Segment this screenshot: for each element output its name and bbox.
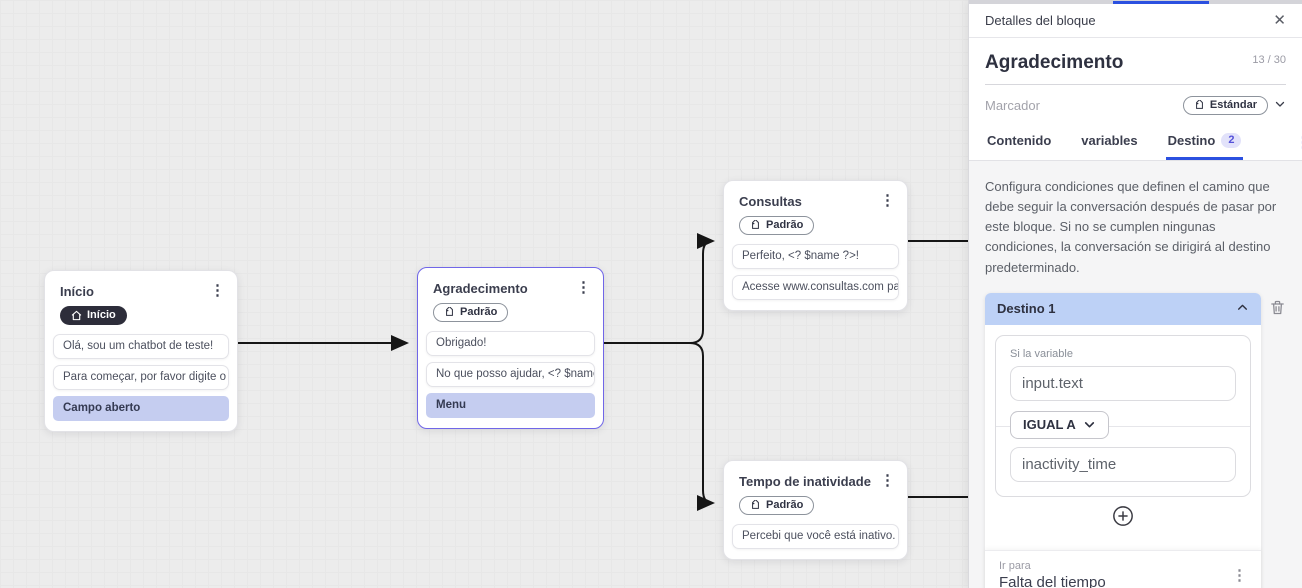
message-row[interactable]: Percebi que você está inativo. C...: [732, 523, 899, 549]
node-menu-icon[interactable]: ⋮: [576, 279, 591, 296]
message-row[interactable]: Acesse www.consultas.com par...: [732, 274, 899, 300]
standard-chip: Padrão: [433, 303, 509, 322]
close-icon[interactable]: ✕: [1273, 12, 1286, 29]
panel-tabs: Contenido variables Destino 2 ⋮: [969, 127, 1302, 161]
node-agradecimento[interactable]: Agradecimento ⋮ Padrão Obrigado! No que …: [417, 267, 604, 429]
condition-label: Si la variable: [1010, 347, 1073, 360]
destination-card-title: Destino 1: [997, 301, 1056, 317]
panel-title: Detalles del bloque: [985, 12, 1096, 28]
operator-label: IGUAL A: [1023, 416, 1076, 432]
condition-value-input[interactable]: inactivity_time: [1010, 446, 1236, 482]
node-title: Tempo de inatividade: [739, 474, 871, 489]
node-title: Consultas: [739, 194, 802, 209]
node-menu-icon[interactable]: ⋮: [880, 472, 895, 489]
message-row[interactable]: Perfeito, <? $name ?>!: [732, 243, 899, 269]
tab-contenido[interactable]: Contenido: [985, 127, 1053, 160]
tab-destino[interactable]: Destino 2: [1165, 127, 1244, 160]
add-condition-icon[interactable]: [1112, 505, 1134, 527]
active-tab-underline-fragment: [1113, 1, 1209, 4]
goto-menu-icon[interactable]: ⋮: [1232, 567, 1247, 585]
start-badge: Início: [60, 306, 127, 325]
node-inicio[interactable]: Início ⋮ Início Olá, sou um chatbot de t…: [44, 270, 238, 432]
node-title: Agradecimento: [433, 281, 528, 296]
tab-label: variables: [1081, 133, 1138, 148]
standard-chip: Padrão: [739, 496, 815, 515]
destination-card-header[interactable]: Destino 1: [985, 292, 1261, 325]
open-field-row[interactable]: Campo aberto: [53, 395, 229, 421]
node-tempo-inatividade[interactable]: Tempo de inatividade ⋮ Padrão Percebi qu…: [723, 460, 908, 560]
node-menu-icon[interactable]: ⋮: [880, 192, 895, 209]
standard-chip-label: Padrão: [766, 499, 804, 511]
destination-tab-content: Configura condiciones que definen el cam…: [969, 161, 1302, 588]
node-menu-icon[interactable]: ⋮: [210, 282, 225, 299]
marker-chip-label: Estándar: [1209, 99, 1257, 111]
start-badge-label: Início: [87, 309, 116, 321]
condition-card: Si la variable input.text IGUAL A: [995, 334, 1251, 497]
message-row[interactable]: Olá, sou um chatbot de teste!: [53, 333, 229, 359]
tag-icon: [1194, 99, 1205, 111]
condition-operator-select[interactable]: IGUAL A: [1010, 410, 1109, 439]
condition-variable-input[interactable]: input.text: [1010, 365, 1236, 401]
message-row[interactable]: No que posso ajudar, <? $name ...: [426, 361, 595, 387]
tag-icon: [444, 306, 455, 318]
destination-count-badge: 2: [1221, 133, 1242, 148]
chevron-down-icon: [1083, 418, 1096, 431]
tabs-menu-icon[interactable]: ⋮: [1295, 133, 1302, 160]
delete-destination-icon[interactable]: [1269, 299, 1286, 316]
chevron-up-icon[interactable]: [1236, 301, 1249, 317]
marker-chip[interactable]: Estándar: [1182, 96, 1268, 115]
goto-target[interactable]: Falta del tiempo: [999, 573, 1106, 588]
marker-input[interactable]: Marcador: [985, 98, 1040, 113]
message-row[interactable]: Para começar, por favor digite o ...: [53, 364, 229, 390]
standard-chip-label: Padrão: [460, 306, 498, 318]
node-consultas[interactable]: Consultas ⋮ Padrão Perfeito, <? $name ?>…: [723, 180, 908, 311]
tab-variables[interactable]: variables: [1079, 127, 1139, 160]
block-details-panel: Detalles del bloque ✕ Agradecimento 13 /…: [968, 0, 1302, 588]
standard-chip-label: Padrão: [766, 219, 804, 231]
goto-label: Ir para: [999, 559, 1031, 572]
panel-top-strip: [969, 0, 1302, 4]
char-counter: 13 / 30: [1252, 54, 1286, 66]
tab-label: Contenido: [987, 133, 1052, 148]
tab-label: Destino: [1167, 133, 1216, 148]
tag-icon: [750, 499, 761, 511]
menu-row[interactable]: Menu: [426, 392, 595, 418]
message-row[interactable]: Obrigado!: [426, 330, 595, 356]
flow-canvas[interactable]: Início ⋮ Início Olá, sou um chatbot de t…: [0, 0, 968, 588]
destination-card: Destino 1 Si la variable input.text IGUA…: [985, 292, 1261, 588]
node-title: Início: [60, 284, 94, 299]
block-name-input[interactable]: Agradecimento: [985, 52, 1124, 73]
destination-description: Configura condiciones que definen el cam…: [985, 179, 1277, 275]
home-icon: [71, 310, 82, 321]
standard-chip: Padrão: [739, 216, 815, 235]
chevron-down-icon[interactable]: [1274, 98, 1286, 113]
tag-icon: [750, 219, 761, 231]
